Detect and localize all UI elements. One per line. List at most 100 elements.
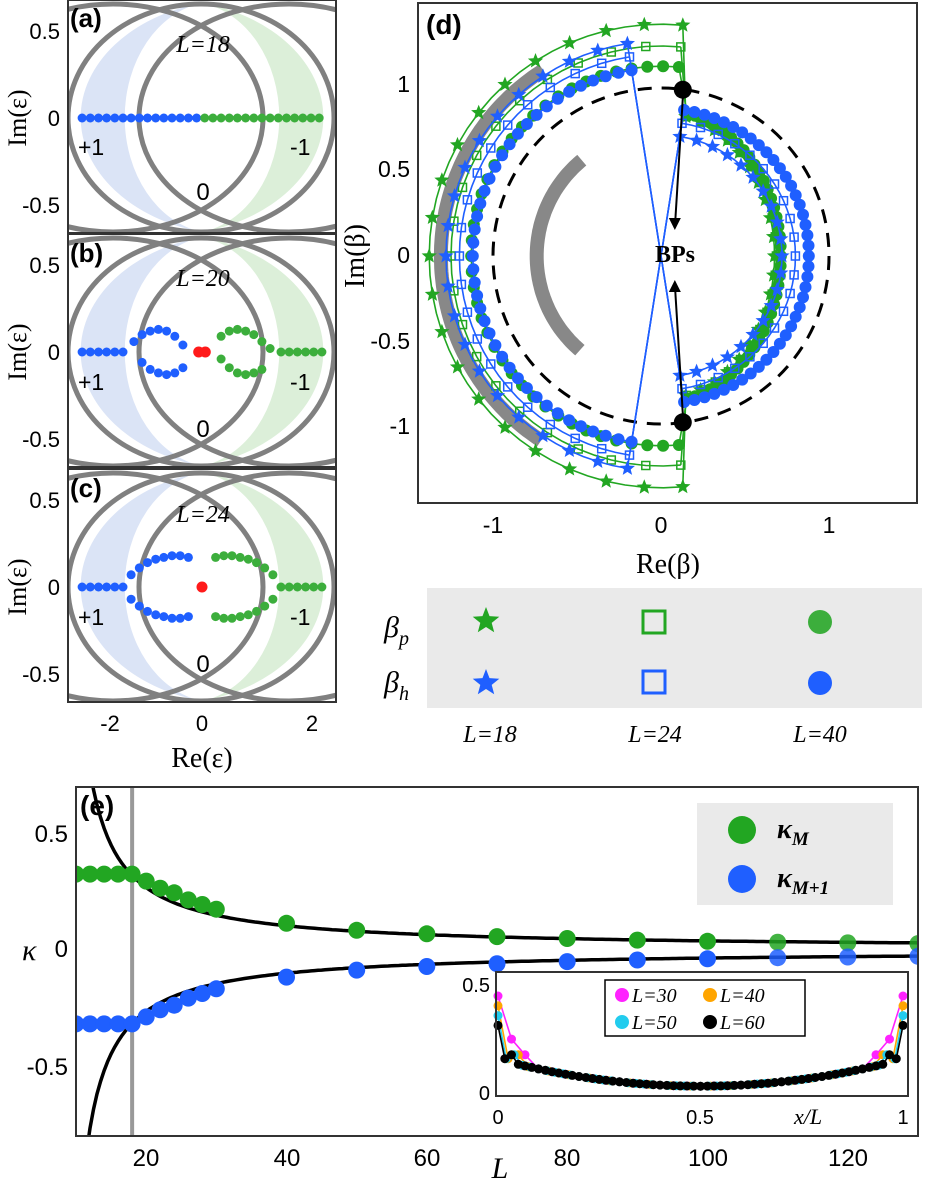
beta-point-circle <box>799 218 812 231</box>
beta-point-circle <box>599 70 612 83</box>
eigenvalue-point <box>85 113 95 123</box>
panel-b: (b) L=20 +1 -1 0 0.5 0 -0.5 Im(ε) <box>3 233 337 468</box>
kappa-point <box>151 1001 169 1019</box>
eigenvalue-point <box>309 582 319 592</box>
kappa-point <box>109 865 127 883</box>
kappa-point <box>628 931 646 949</box>
kappa-point <box>151 879 169 897</box>
svg-text:-0.5: -0.5 <box>27 1054 68 1081</box>
annotation-L18: L=18 <box>175 32 230 58</box>
beta-point-square <box>785 288 795 299</box>
eigenvalue-point <box>183 612 193 622</box>
legend-L24: L=24 <box>627 722 682 748</box>
bp-arrow-bottom <box>673 283 684 415</box>
label-minus1-a: -1 <box>290 134 310 160</box>
beta-point-circle <box>785 179 798 192</box>
yticks-b: 0.5 0 -0.5 <box>22 253 60 452</box>
legend-e-kappa-M: κM <box>777 814 810 850</box>
ylabel-b: Im(ε) <box>3 323 32 380</box>
eigenvalue-point <box>178 363 188 373</box>
beta-point-square <box>695 379 706 390</box>
beta-point-square <box>545 419 556 430</box>
inset-point <box>756 1079 766 1089</box>
panel-a: (a) L=18 +1 -1 0 0.5 0 -0.5 Im(ε) <box>3 0 337 234</box>
beta-point-circle <box>489 160 502 173</box>
eigenvalue-point <box>129 337 139 347</box>
inset-point <box>871 1061 881 1071</box>
inset-point <box>783 1076 793 1086</box>
beta-point-square <box>472 334 483 344</box>
inset-point <box>608 1076 618 1086</box>
svg-text:-1: -1 <box>483 512 503 538</box>
beta-point-star <box>497 76 513 91</box>
beta-point-circle <box>563 414 576 427</box>
eigenvalue-point <box>260 601 270 611</box>
beta-point-circle <box>802 239 815 252</box>
inset-point <box>493 1011 503 1021</box>
kappa-point <box>193 896 211 913</box>
panel-c: (c) L=24 +1 -1 0 0.5 0 -0.5 -2 0 2 Im(ε)… <box>3 468 337 774</box>
kappa-point <box>839 948 857 966</box>
inset-point <box>520 1061 530 1071</box>
beta-point-square <box>789 232 799 242</box>
eigenvalue-point <box>309 347 319 357</box>
eigenvalue-point <box>241 370 251 380</box>
beta-point-star <box>733 338 749 354</box>
beta-point-circle <box>520 118 533 130</box>
beta-point-square <box>570 433 580 444</box>
beta-point-circle <box>773 162 786 175</box>
label-plus1-a: +1 <box>78 134 104 160</box>
beta-point-circle <box>779 170 792 183</box>
eigenvalue-point <box>243 610 253 620</box>
eigenvalue-point <box>317 582 327 592</box>
eigenvalue-point <box>227 613 237 623</box>
eigenvalue-point <box>94 582 103 592</box>
kappa-point <box>488 955 506 973</box>
region-plus1-fill <box>80 472 202 701</box>
beta-point-star <box>449 136 466 152</box>
frame-d <box>417 2 918 504</box>
beta-point-star <box>598 22 614 38</box>
beta-point-star <box>765 228 782 244</box>
eigenvalue-point <box>162 370 172 380</box>
beta-point-star <box>719 146 735 162</box>
beta-point-square <box>745 352 755 362</box>
beta-point-circle <box>752 139 765 152</box>
beta-point-star <box>449 359 466 374</box>
inset-point <box>642 1079 651 1089</box>
label-zero-c: 0 <box>196 651 209 678</box>
eigenvalue-point <box>167 551 177 561</box>
svg-text:-0.5: -0.5 <box>22 193 60 218</box>
beta-point-circle <box>587 74 600 87</box>
inset-point <box>851 1065 861 1075</box>
kappa-point <box>81 1015 99 1033</box>
eigenvalue-point <box>200 113 210 123</box>
beta-point-circle <box>551 407 564 420</box>
beta-point-star <box>489 108 506 123</box>
svg-text:-0.5: -0.5 <box>370 328 410 354</box>
beta-point-circle <box>467 236 480 249</box>
kappa-point <box>418 958 436 975</box>
eigenvalue-point <box>94 347 103 357</box>
inset-point <box>716 1081 726 1091</box>
eigenvalue-point <box>137 357 147 367</box>
beta-point-circle <box>657 60 670 73</box>
eigenvalue-point <box>159 552 169 562</box>
plot-e <box>76 787 918 1135</box>
legend-circle-blue <box>808 671 832 695</box>
beta-curve-main <box>470 65 679 447</box>
beta-point-circle <box>471 210 484 223</box>
points-a <box>77 113 324 123</box>
legend-e-blue-marker <box>728 865 756 893</box>
legend-e-green-marker <box>728 816 756 844</box>
panel-label-b: (b) <box>70 238 103 268</box>
eigenvalue-point <box>284 347 294 357</box>
svg-text:0: 0 <box>48 106 60 131</box>
beta-point-star <box>497 419 513 434</box>
beta-point-square <box>471 351 482 362</box>
svg-text:0: 0 <box>48 575 60 600</box>
eigenvalue-point <box>224 326 234 336</box>
beta-point-star <box>704 138 721 153</box>
annotation-L24: L=24 <box>175 502 230 528</box>
beta-point-square <box>778 306 789 317</box>
